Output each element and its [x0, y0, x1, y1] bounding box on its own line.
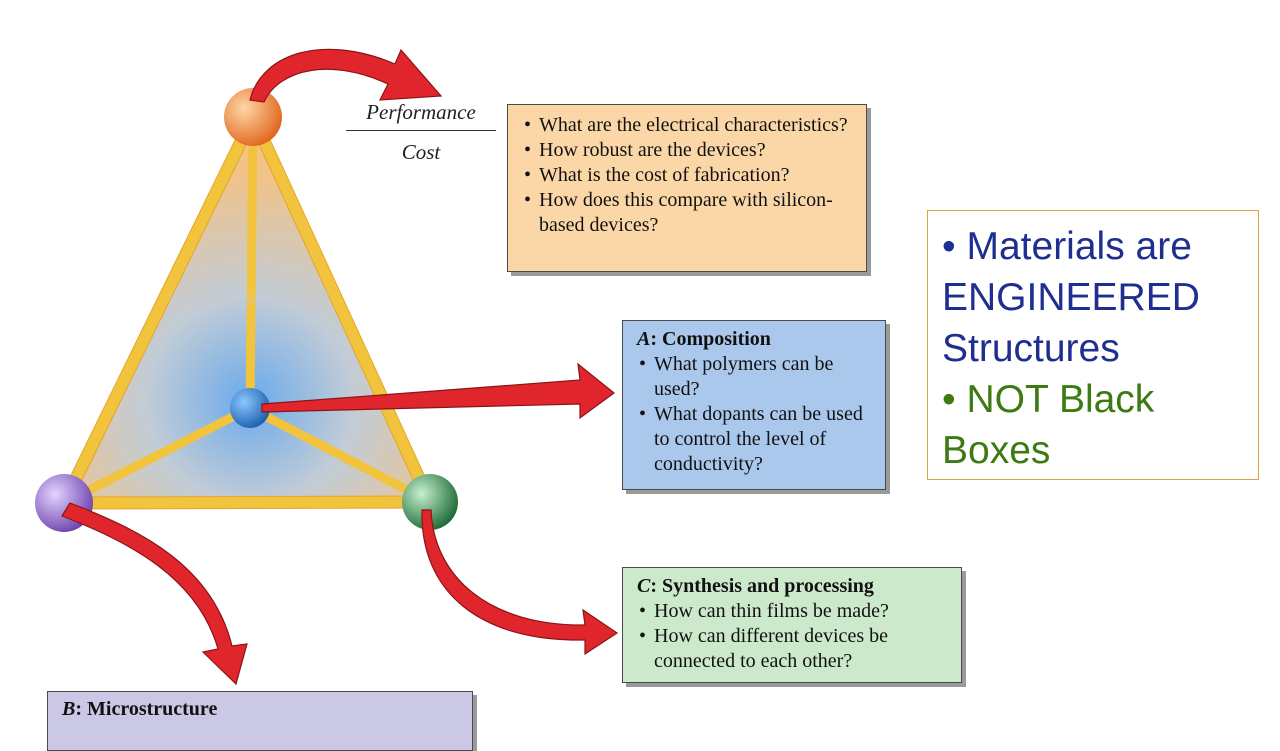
microstructure-heading: B: Microstructure — [62, 697, 460, 722]
arrow-to-performance — [249, 48, 443, 103]
vertex-performance — [224, 88, 282, 146]
list-item: What is the cost of fabrication? — [522, 163, 854, 188]
vertex-synthesis — [402, 474, 458, 530]
engineered-structures-note: • Materials are ENGINEERED Structures • … — [927, 210, 1259, 480]
synthesis-heading: C: Synthesis and processing — [637, 574, 949, 599]
list-item: What polymers can be used? — [637, 352, 873, 402]
list-item: How can different devices be connected t… — [637, 624, 949, 674]
edge-right-center — [245, 403, 435, 507]
arrow-to-synthesis — [421, 509, 619, 656]
tetrahedron-edges — [57, 110, 437, 510]
performance-cost-label: Performance Cost — [346, 99, 496, 165]
heading-letter: A — [637, 328, 651, 350]
heading-letter: C — [637, 575, 651, 597]
heading-title: : Microstructure — [75, 698, 218, 720]
composition-box: A: Composition What polymers can be used… — [622, 320, 886, 490]
list-item: What are the electrical characteristics? — [522, 113, 854, 138]
heading-title: : Composition — [650, 328, 771, 350]
arrow-to-microstructure — [61, 502, 248, 686]
cost-label: Cost — [401, 140, 441, 164]
list-item: What dopants can be used to control the … — [637, 402, 873, 477]
list-item: How robust are the devices? — [522, 138, 854, 163]
list-item: How can thin films be made? — [637, 599, 949, 624]
vertex-composition — [230, 388, 270, 428]
heading-title: : Synthesis and processing — [650, 575, 874, 597]
list-item: How does this compare with silicon-based… — [522, 188, 854, 238]
edge-top-center — [245, 112, 258, 413]
materials-tetrahedron-diagram — [35, 48, 619, 686]
composition-heading: A: Composition — [637, 327, 873, 352]
synthesis-processing-box: C: Synthesis and processing How can thin… — [622, 567, 962, 683]
arrow-to-composition — [261, 362, 615, 420]
microstructure-box: B: Microstructure — [47, 691, 473, 751]
edge-left-center — [59, 403, 255, 508]
heading-letter: B — [62, 698, 76, 720]
note-line-engineered: • Materials are ENGINEERED Structures — [942, 225, 1200, 370]
performance-questions-box: What are the electrical characteristics?… — [507, 104, 867, 272]
performance-label: Performance — [346, 99, 496, 131]
note-line-not-black-boxes: • NOT Black Boxes — [942, 378, 1155, 472]
watermark-text: © CourseSmart — [170, 285, 331, 310]
